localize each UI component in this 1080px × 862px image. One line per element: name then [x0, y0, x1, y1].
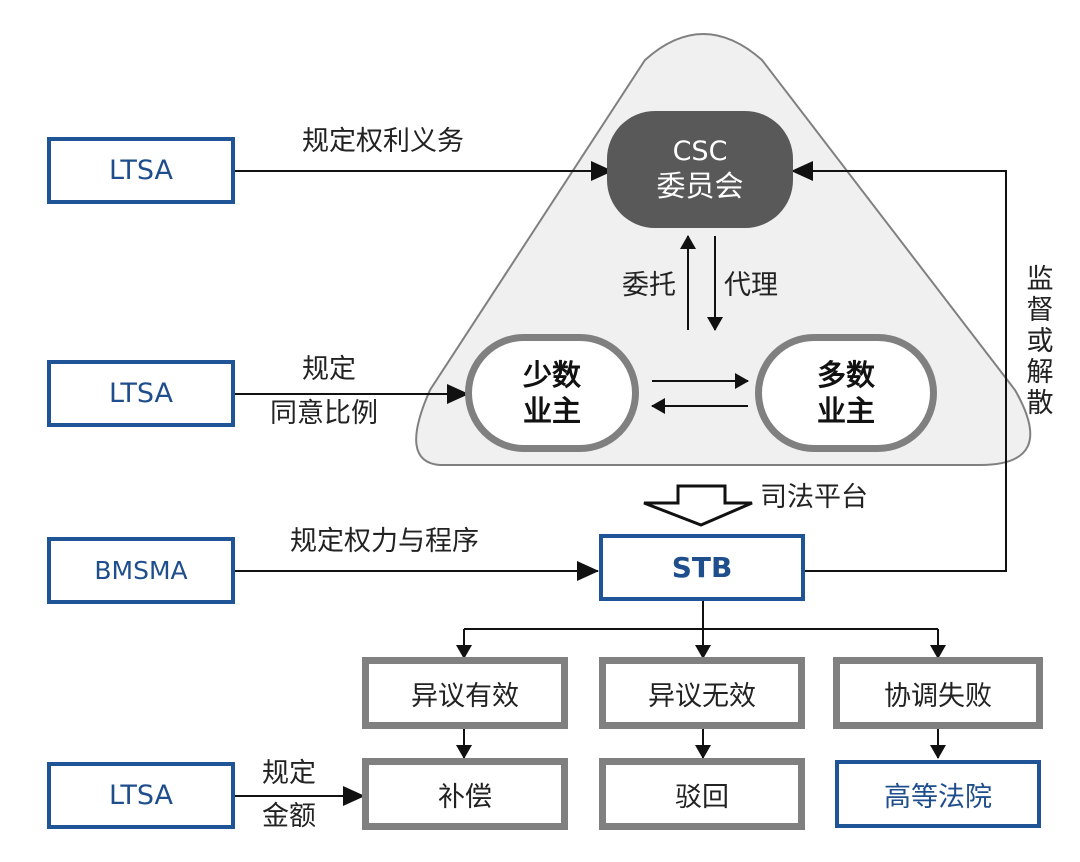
compensation-label: 补偿: [438, 781, 492, 813]
rejected-label: 驳回: [675, 781, 729, 813]
csc-label: CSC: [672, 135, 728, 167]
label-consent-line2: 同意比例: [270, 398, 378, 429]
objection-valid-box: 异议有效: [362, 657, 568, 729]
label-entrust: 委托: [622, 270, 676, 301]
minority-line2: 业主: [522, 394, 581, 428]
label-consent-line1: 规定: [302, 354, 356, 385]
label-supervise-dissolve: 监督或解散: [1026, 264, 1054, 420]
majority-owners-node: 多数 业主: [755, 334, 937, 452]
minority-line1: 少数: [522, 357, 581, 392]
ltsa-label: LTSA: [109, 780, 173, 811]
ltsa-label: LTSA: [109, 155, 173, 186]
ltsa-box-consent: LTSA: [47, 360, 235, 427]
label-agency: 代理: [724, 270, 778, 301]
ltsa-box-rights: LTSA: [47, 137, 235, 204]
label-amount-line2: 金额: [262, 801, 316, 832]
compensation-box: 补偿: [362, 758, 568, 830]
objection-valid-label: 异议有效: [411, 680, 519, 712]
mediation-failed-box: 协调失败: [833, 657, 1043, 729]
mediation-failed-label: 协调失败: [884, 680, 992, 712]
ltsa-box-amount: LTSA: [47, 762, 235, 829]
objection-invalid-label: 异议无效: [648, 680, 756, 712]
committee-label: 委员会: [656, 169, 744, 204]
arrow-stb-to-csc: [791, 161, 1007, 572]
high-court-label: 高等法院: [884, 781, 992, 813]
label-judicial-platform: 司法平台: [760, 482, 868, 513]
label-rights-duties: 规定权利义务: [302, 126, 464, 157]
rejected-box: 驳回: [599, 758, 805, 830]
bmsma-box: BMSMA: [47, 537, 235, 604]
high-court-box: 高等法院: [835, 760, 1041, 828]
label-amount-line1: 规定: [262, 758, 316, 789]
judicial-platform-arrow: [643, 484, 753, 527]
majority-line1: 多数: [816, 357, 875, 392]
label-power-procedure: 规定权力与程序: [290, 526, 479, 557]
stb-label: STB: [671, 551, 733, 584]
bmsma-label: BMSMA: [94, 556, 188, 585]
majority-line2: 业主: [816, 394, 875, 428]
minority-owners-node: 少数 业主: [465, 334, 639, 452]
csc-committee-node: CSC 委员会: [607, 111, 793, 228]
stb-box: STB: [599, 534, 805, 601]
ltsa-label: LTSA: [109, 378, 173, 409]
objection-invalid-box: 异议无效: [599, 657, 805, 729]
